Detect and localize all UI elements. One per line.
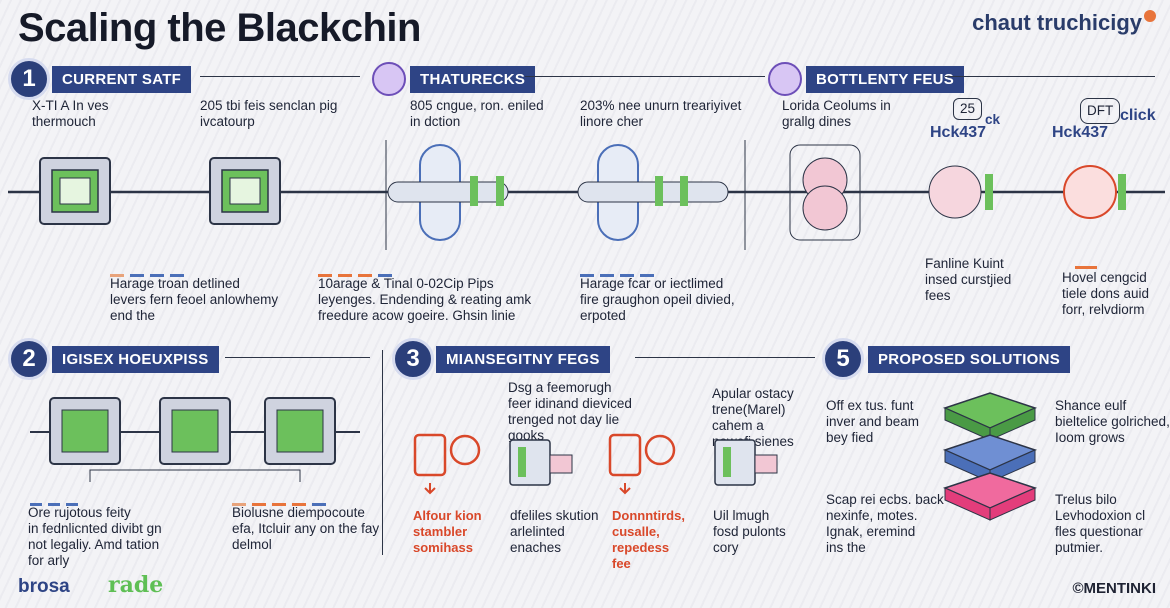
row3-bot3-text: Donnntirds, cusalle, repedess fee <box>612 508 685 571</box>
block-cube-icon <box>39 157 111 225</box>
chip-25: 25 <box>953 98 983 120</box>
solutions-label: PROPOSED SOLUTIONS <box>868 346 1071 373</box>
features-bottom-text: Harage fcar or iectlimed fire graughon o… <box>580 276 735 323</box>
current-state-label: CURRENT SATF <box>52 66 192 93</box>
bottleneck-col3-bottom-text: Hovel cengcid tiele dons auid forr, relv… <box>1062 270 1150 317</box>
legend-dashes <box>232 493 326 511</box>
features-label: THATURECKS <box>410 66 536 93</box>
features-col1-text: 805 cngue, ron. eniled in dction <box>410 98 544 129</box>
block-cube-icon <box>209 157 281 225</box>
hack-label-1: Hck437 <box>930 124 987 141</box>
current-col2-text: 205 tbi feis senclan pig ivcatourp <box>200 98 338 129</box>
brand-logo: chaut truchicigy <box>972 10 1156 36</box>
legend-dashes <box>318 264 392 282</box>
current-col1-text: X-TI A In ves thermouch <box>32 98 109 129</box>
row3-icons <box>413 433 778 495</box>
block-cube-icon <box>159 397 231 465</box>
row3-bot1-text: Alfour kion stambler somihass <box>413 508 482 555</box>
footer-logo-1: brosa <box>18 576 70 597</box>
row2-label: IGISEX HOEUXPISS <box>52 346 219 373</box>
heading-connector <box>945 76 1155 77</box>
features-icon <box>372 62 406 96</box>
section-divider <box>382 350 383 555</box>
row2-cubes <box>30 397 360 482</box>
bottleneck-node-icon <box>1063 165 1126 219</box>
step-2-badge: 2 <box>8 338 50 380</box>
block-cube-icon <box>49 397 121 465</box>
heading-connector <box>225 357 370 358</box>
step-1-badge: 1 <box>8 58 50 100</box>
heading-connector <box>200 76 360 77</box>
row3-bot4-text: Uil lmugh fosd pulonts cory <box>713 508 786 555</box>
bottleneck-col1-text: Lorida Ceolums in grallg dines <box>782 98 891 129</box>
solutions-right1-text: Shance eulf bieltelice golriched, Ioom g… <box>1055 398 1170 445</box>
legend-dashes <box>580 264 654 282</box>
heading-connector <box>525 76 765 77</box>
step-5-badge: 5 <box>822 338 864 380</box>
row3-label: MIANSEGITNY FEGS <box>436 346 610 373</box>
row2-col1-text: Ore rujotous feity in fednlicnted divibt… <box>28 505 162 568</box>
current-col1-bottom-text: Harage troan detlined levers fern feoel … <box>110 276 279 323</box>
hack-label-2: Hck437 <box>1052 124 1109 141</box>
legend-dashes <box>110 264 184 282</box>
server-stack-icon <box>714 439 778 486</box>
footer-logo-2: rade <box>108 572 164 598</box>
solutions-left1-text: Off ex tus. funt inver and beam bey fied <box>826 398 920 445</box>
legend-dashes <box>1075 256 1097 274</box>
brand-dot-icon <box>1144 10 1156 22</box>
click-label: click <box>1120 107 1156 124</box>
solutions-left2-text: Scap rei ecbs. back nexinfe, motes. Igna… <box>826 492 944 555</box>
lock-server-icon <box>608 433 676 495</box>
row3-top1-text: Dsg a feemorugh feer idinand dieviced tr… <box>508 380 632 443</box>
footer-credit: ©MENTINKI <box>1072 580 1156 597</box>
pipeline-diagram <box>8 140 1165 250</box>
lock-server-icon <box>413 433 481 495</box>
brand-name: chaut truchicigy <box>972 10 1142 35</box>
step-3-badge: 3 <box>392 338 434 380</box>
bottleneck-icon <box>768 62 802 96</box>
features-col2-text: 203% nee unurn treariyivet linore cher <box>580 98 742 129</box>
ck-label: ck <box>985 112 1001 127</box>
block-cube-icon <box>264 397 336 465</box>
layer-stack-icon <box>942 392 1038 521</box>
gear-capsule-icon <box>577 144 729 241</box>
current-col2-bottom-text: 10arage & Tinal 0-02Cip Pips leyenges. E… <box>318 276 532 323</box>
row2-col2-text: Biolusne diempocoute efa, Itcluir any on… <box>232 505 380 552</box>
bottleneck-label: BOTTLENTY FEUS <box>806 66 965 93</box>
bottleneck-node-icon <box>928 165 993 219</box>
legend-dashes <box>30 493 78 511</box>
page-title: Scaling the Blackchin <box>18 6 421 50</box>
chip-dft: DFT <box>1080 98 1121 124</box>
row3-bot2-text: dfeliles skution arlelinted enaches <box>510 508 599 555</box>
bottleneck-col2-bottom-text: Fanline Kuint insed curstjied fees <box>925 256 1012 303</box>
heading-connector <box>635 357 815 358</box>
bottleneck-node-icon <box>789 144 861 241</box>
server-stack-icon <box>509 439 573 486</box>
gear-capsule-icon <box>387 144 509 241</box>
solutions-right2-text: Trelus bilo Levhodoxion cl fles question… <box>1055 492 1146 555</box>
